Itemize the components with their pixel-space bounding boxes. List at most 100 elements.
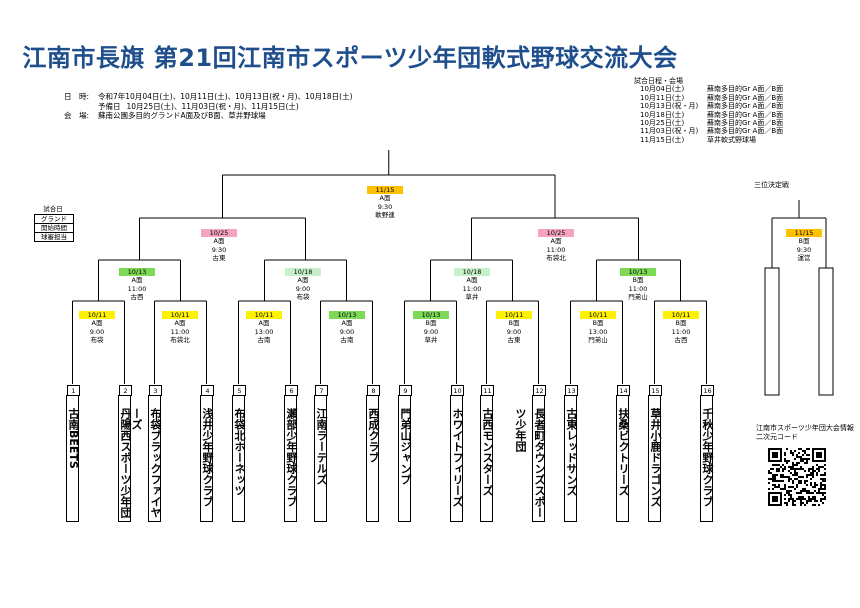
team-number: 1: [67, 385, 80, 396]
match-umpire: 古東: [507, 336, 521, 345]
team-number: 5: [233, 385, 246, 396]
team-box: 11 古西モンスターズ: [480, 385, 494, 522]
team-name: 瀬部少年野球クラブ: [285, 408, 298, 507]
team-number: 2: [119, 385, 132, 396]
team-box: 13 古東レッドサンズ: [564, 385, 578, 522]
match-date: 10/11: [496, 311, 532, 319]
team-name: 浅井少年野球クラブ: [201, 408, 214, 507]
date-label: 日 時:: [64, 92, 90, 101]
team-number: 9: [399, 385, 412, 396]
match-ground: A面: [466, 276, 478, 285]
team-number: 11: [481, 385, 494, 396]
schedule-date: 10月18日(土): [640, 110, 685, 119]
team-number: 13: [565, 385, 578, 396]
schedule-date: 11月03日(祝・月): [640, 127, 699, 136]
match-umpire: 布袋: [296, 293, 310, 302]
team-name: 長者町タウンズスポーツ少年団: [514, 408, 546, 518]
match-date: 10/13: [119, 268, 155, 276]
team-number: 4: [201, 385, 214, 396]
match-ground: A面: [174, 319, 186, 328]
match-time: 11:00: [462, 284, 482, 293]
match-date: 10/11: [162, 311, 198, 319]
team-name: 千秋少年野球クラブ: [701, 408, 714, 507]
team-box: 4 浅井少年野球クラブ: [200, 385, 214, 522]
team-box: 12 長者町タウンズスポーツ少年団: [514, 385, 546, 522]
match-time: 13:00: [588, 327, 608, 336]
match-ground: A面: [91, 319, 103, 328]
schedule-title: 試合日程・会場: [634, 77, 683, 85]
match-umpire: 古西: [674, 336, 688, 345]
team-name: 門弟山ジャンプ: [399, 408, 412, 485]
match-time: 11:00: [628, 284, 648, 293]
match-date: 10/11: [663, 311, 699, 319]
match-umpire: 門弟山: [588, 336, 608, 345]
match-umpire: 運営: [797, 254, 811, 263]
match-date: 10/18: [285, 268, 321, 276]
match-date: 10/13: [413, 311, 449, 319]
match-ground: A面: [131, 276, 143, 285]
schedule-date: 10月13日(祝・月): [640, 102, 699, 111]
legend-row-umpire: 球審担当: [34, 232, 74, 242]
team-number: 14: [617, 385, 630, 396]
date-text: 令和7年10月04日(土)、10月11日(土)、10月13日(祝・月)、10月1…: [98, 92, 353, 101]
schedule-venue: 蘇南多目的Gr A面／B面: [707, 110, 784, 119]
team-name: 古西モンスターズ: [481, 408, 494, 496]
team-name: 草井小鹿ドラゴンズ: [649, 408, 662, 507]
team-number: 6: [285, 385, 298, 396]
match-time: 9:30: [796, 245, 812, 254]
match-umpire: 古東: [212, 254, 226, 263]
match-umpire: 門弟山: [628, 293, 648, 302]
match-date: 10/13: [620, 268, 656, 276]
team-box: 6 瀬部少年野球クラブ: [284, 385, 298, 522]
bronze-team-box: [764, 267, 780, 396]
team-number: 10: [451, 385, 464, 396]
match-ground: B面: [508, 319, 520, 328]
match-date: 10/11: [580, 311, 616, 319]
schedule-date: 10月11日(土): [640, 93, 685, 102]
match-ground: B面: [592, 319, 604, 328]
match-time: 9:00: [295, 284, 311, 293]
bronze-team-box: [818, 267, 834, 396]
match-date: 10/18: [454, 268, 490, 276]
schedule-venue: 蘇南多目的Gr A面／B面: [707, 85, 784, 94]
match-ground: B面: [632, 276, 644, 285]
schedule-venue: 蘇南多目的Gr A面／B面: [707, 119, 784, 128]
match-umpire: 草井: [424, 336, 438, 345]
team-name: 丹陽西スポーツ少年団: [119, 408, 132, 518]
reserve-label: 予備日: [98, 101, 121, 111]
match-date: 11/15: [786, 229, 822, 237]
team-number: 3: [149, 385, 162, 396]
qr-code-icon[interactable]: [768, 448, 826, 506]
schedule-date: 10月04日(土): [640, 85, 685, 94]
team-number: 12: [533, 385, 546, 396]
schedule-row: 10月13日(祝・月)蘇南多目的Gr A面／B面: [634, 102, 783, 110]
qr-caption: 江南市スポーツ少年団大会情報 二次元コード: [756, 424, 854, 442]
team-name: 古東レッドサンズ: [565, 408, 578, 496]
match-time: 11:00: [546, 245, 566, 254]
reserve-text: 10月25日(土)、11月03日(祝・月)、11月15日(土): [126, 101, 299, 111]
match-date: 11/15: [367, 186, 403, 194]
match-date: 10/13: [329, 311, 365, 319]
match-ground: A面: [379, 194, 391, 203]
team-name: 扶桑ビクトリーズ: [617, 408, 630, 496]
match-time: 11:00: [671, 327, 691, 336]
schedule-row: 10月11日(土)蘇南多目的Gr A面／B面: [634, 94, 783, 102]
qr-caption-line1: 江南市スポーツ少年団大会情報: [756, 424, 854, 432]
